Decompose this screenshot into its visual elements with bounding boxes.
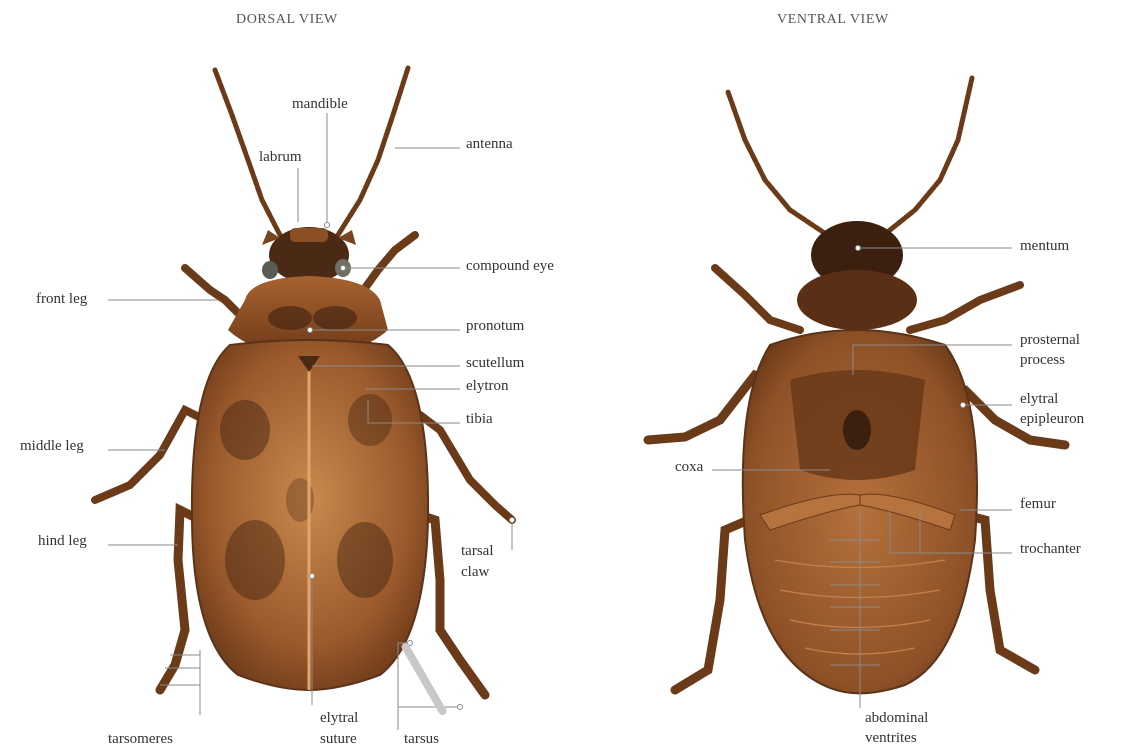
dorsal-eye-left [262, 261, 278, 279]
label-prosternal-process-line2: process [1020, 350, 1065, 370]
ventral-front-leg-right [910, 285, 1020, 330]
label-elytral-suture-line1: elytral [320, 708, 358, 728]
label-elytral-epipleuron-line2: epipleuron [1020, 409, 1084, 429]
ventral-antenna-right [880, 78, 972, 238]
label-elytral-suture-line2: suture [320, 729, 357, 749]
ventral-antenna-left [728, 92, 832, 238]
label-scutellum: scutellum [466, 353, 524, 373]
label-tarsal-claw-line2: claw [461, 562, 489, 582]
label-tibia: tibia [466, 409, 493, 429]
label-compound-eye: compound eye [466, 256, 554, 276]
label-tarsal-claw-line1: tarsal [461, 541, 493, 561]
label-mentum: mentum [1020, 236, 1069, 256]
label-middle-leg: middle leg [20, 436, 84, 456]
label-front-leg: front leg [36, 289, 87, 309]
label-abdominal-ventrites-line1: abdominal [865, 708, 928, 728]
label-prosternal-process-line1: prosternal [1020, 330, 1080, 350]
label-trochanter: trochanter [1020, 539, 1081, 559]
label-antenna: antenna [466, 134, 513, 154]
label-coxa: coxa [675, 457, 703, 477]
label-tarsus: tarsus [404, 729, 439, 749]
label-elytron: elytron [466, 376, 509, 396]
dorsal-middle-leg-left [95, 410, 205, 500]
ventral-front-leg-left [715, 268, 800, 330]
label-abdominal-ventrites-line2: ventrites [865, 728, 917, 748]
label-mandible: mandible [292, 94, 348, 114]
label-elytral-epipleuron-line1: elytral [1020, 389, 1058, 409]
dorsal-view-title: DORSAL VIEW [236, 12, 338, 28]
dorsal-antenna-right [338, 68, 408, 235]
ventral-view-title: VENTRAL VIEW [777, 12, 889, 28]
dorsal-front-leg-left [185, 268, 245, 320]
label-femur: femur [1020, 494, 1056, 514]
label-pronotum: pronotum [466, 316, 524, 336]
label-tarsomeres: tarsomeres [108, 729, 173, 749]
label-hind-leg: hind leg [38, 531, 87, 551]
dorsal-front-leg-right [360, 235, 415, 295]
tarsus-scale-bar [400, 641, 448, 716]
dorsal-middle-leg-right [420, 415, 512, 520]
label-labrum: labrum [259, 147, 302, 167]
dorsal-labrum [290, 228, 328, 242]
